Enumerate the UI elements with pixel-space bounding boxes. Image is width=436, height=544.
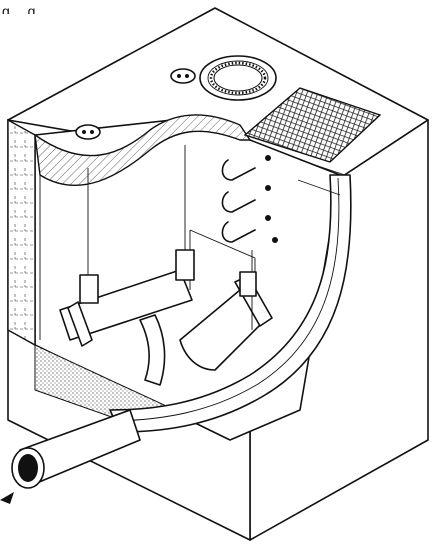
cropped-caption-text: g… g…: [2, 3, 50, 14]
manhole-cover: [199, 55, 277, 101]
grating-cover: [243, 87, 382, 163]
small-cover-top: [170, 68, 196, 84]
main-pipe: [59, 269, 193, 341]
step-irons: [221, 155, 278, 244]
conical-reducer: [179, 289, 266, 371]
pipe-clamp-left: [79, 274, 99, 304]
pipe-clamp-center: [175, 249, 195, 281]
elbow-down: [139, 314, 166, 386]
flow-arrow: [0, 492, 14, 504]
pipe-flange-left: [67, 301, 93, 347]
left-wall-section: [7, 118, 36, 347]
ceiling-slab-section: [34, 114, 252, 186]
small-cover-slab: [75, 124, 101, 140]
pipe-clamp-right: [239, 271, 257, 297]
